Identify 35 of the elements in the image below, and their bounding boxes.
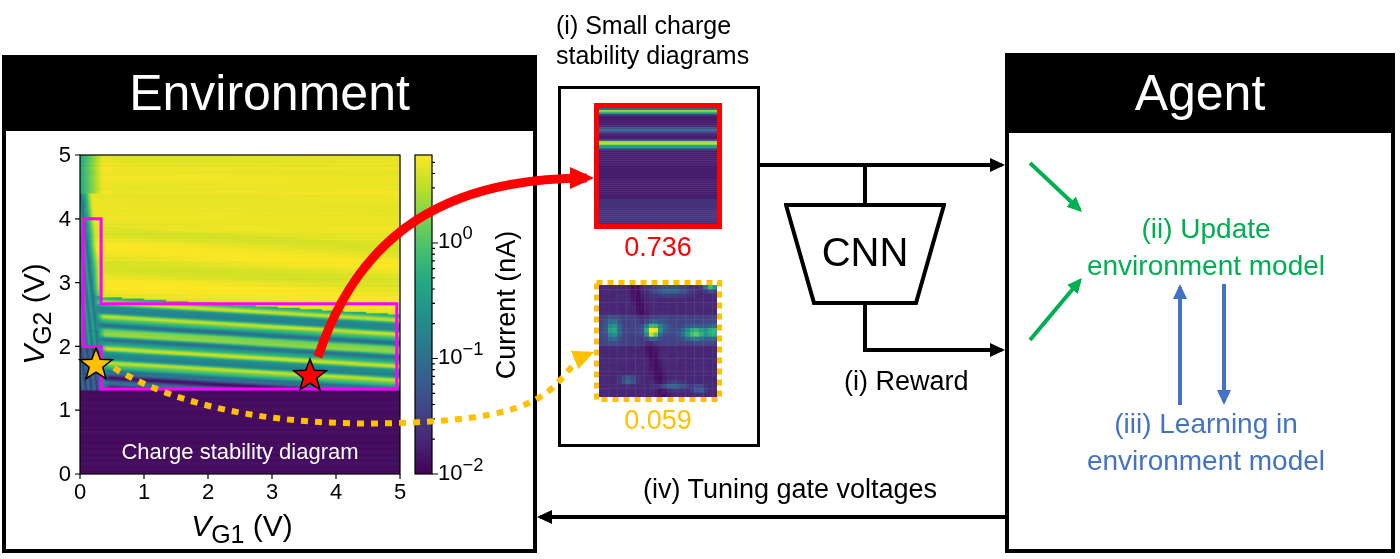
arrow: [1028, 161, 1083, 212]
arrow: [1028, 278, 1082, 342]
arrow: [537, 510, 1005, 524]
tick-label: 4: [329, 478, 343, 506]
tick-label: 3: [265, 478, 279, 506]
arrow: [863, 305, 1005, 357]
tick-label: 3: [58, 269, 71, 297]
colorbar-label: Current (nA): [489, 230, 522, 380]
node-label: CNN: [821, 229, 909, 276]
plot-caption: Charge stability diagram: [121, 438, 359, 466]
tick-label: 1: [58, 396, 71, 424]
tick-label: 0: [73, 478, 87, 506]
tick-label: 0: [58, 460, 71, 488]
tick-label: 10$^{−2}$: [438, 459, 484, 487]
star-icon: [78, 346, 114, 382]
tick-label: 10$^{−1}$: [438, 343, 484, 371]
tick-label: 5: [393, 478, 407, 506]
tick-label: 4: [58, 205, 71, 233]
score-value: 0.059: [624, 403, 692, 437]
tick-label: 2: [201, 478, 215, 506]
panel: [1005, 53, 1395, 553]
arrow: [1217, 284, 1231, 405]
step-text: (iii) Learning in environment model: [1082, 405, 1330, 479]
star-icon: [292, 357, 328, 393]
step-text: (ii) Update environment model: [1082, 210, 1330, 284]
arrow: [1173, 284, 1187, 405]
tick-label: 10$^{0}$: [438, 227, 473, 255]
axis-label: V$_{G1}$ (V): [191, 508, 293, 544]
score-value: 0.736: [624, 230, 692, 264]
panel: [2, 55, 537, 553]
tick-label: 1: [137, 478, 151, 506]
tick-label: 5: [58, 141, 71, 169]
tick-label: 2: [58, 333, 71, 361]
connector-line: [760, 163, 867, 203]
panel-heading: (i) Small charge stability diagrams: [556, 10, 751, 70]
